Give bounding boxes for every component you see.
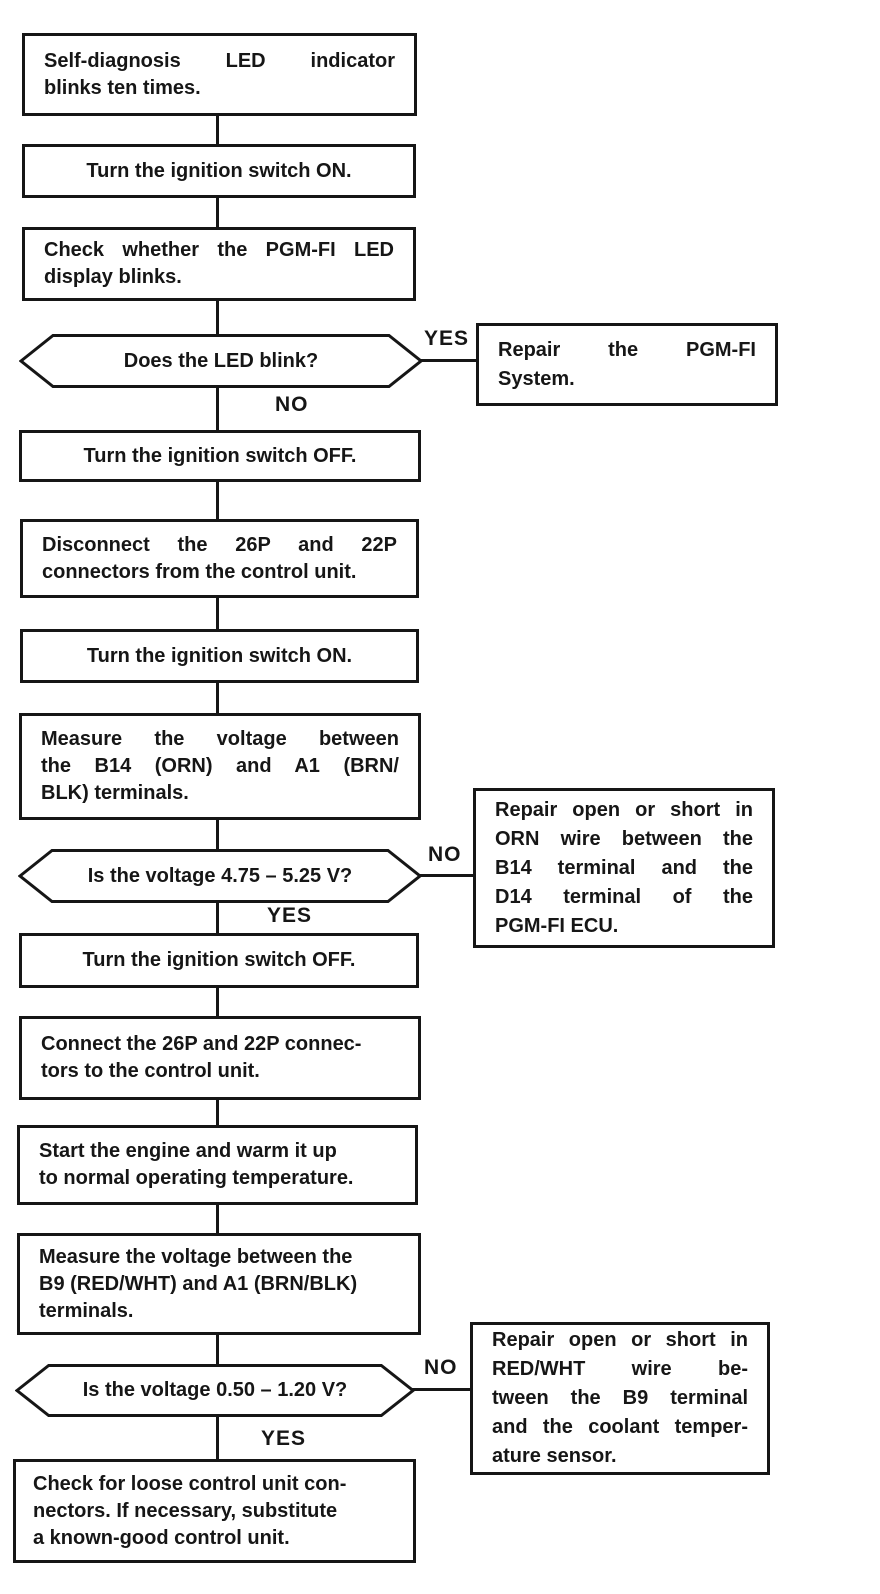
text-line: Connect the 26P and 22P connec- bbox=[41, 1033, 362, 1055]
action-repair-orn-wire: Repair open or short in ORN wire between… bbox=[473, 788, 775, 948]
step-self-diagnosis-led: Self-diagnosis LED indicator blinks ten … bbox=[22, 33, 417, 116]
decision-outline bbox=[15, 1363, 415, 1418]
label-no-2: NO bbox=[428, 843, 462, 866]
connector bbox=[216, 1333, 219, 1365]
text-line: System. bbox=[498, 367, 575, 390]
label-yes-3: YES bbox=[261, 1427, 307, 1450]
text-line: D14 terminal of the bbox=[495, 885, 753, 908]
text-line: a known-good control unit. bbox=[33, 1526, 290, 1549]
text-line: PGM-FI ECU. bbox=[495, 914, 619, 937]
text-line: Measure the voltage between the bbox=[39, 1245, 353, 1268]
connector bbox=[216, 1203, 219, 1235]
text-line: tween the B9 terminal bbox=[492, 1387, 748, 1409]
connector bbox=[216, 681, 219, 715]
text-line: RED/WHT wire be- bbox=[492, 1358, 748, 1380]
action-repair-pgmfi-system: Repair the PGM-FI System. bbox=[476, 323, 778, 406]
step-ignition-on-1: Turn the ignition switch ON. bbox=[22, 144, 416, 198]
step-connect-connectors: Connect the 26P and 22P connec- tors to … bbox=[19, 1016, 421, 1100]
decision-outline bbox=[18, 848, 422, 904]
text-line: Turn the ignition switch ON. bbox=[86, 159, 352, 182]
text-line: and the coolant temper- bbox=[492, 1416, 748, 1438]
step-measure-b9: Measure the voltage between the B9 (RED/… bbox=[17, 1233, 421, 1335]
decision-voltage-475-525: Is the voltage 4.75 – 5.25 V? bbox=[18, 848, 422, 904]
text-line: Check for loose control unit con- bbox=[33, 1472, 347, 1495]
step-disconnect-connectors: Disconnect the 26P and 22P connectors fr… bbox=[20, 519, 419, 598]
connector-yes-1 bbox=[420, 359, 478, 362]
connector bbox=[216, 596, 219, 631]
text-line: Repair open or short in bbox=[492, 1329, 748, 1351]
text-line: tors to the control unit. bbox=[41, 1060, 260, 1082]
step-ignition-off-2: Turn the ignition switch OFF. bbox=[19, 933, 419, 988]
connector-no-2 bbox=[419, 874, 475, 877]
connector bbox=[216, 818, 219, 850]
connector bbox=[216, 986, 219, 1018]
text-line: nectors. If necessary, substitute bbox=[33, 1499, 338, 1522]
decision-voltage-050-120: Is the voltage 0.50 – 1.20 V? bbox=[15, 1363, 415, 1418]
text-line: Repair the PGM-FI bbox=[498, 338, 756, 361]
label-yes-1: YES bbox=[424, 327, 470, 350]
step-warm-up-engine: Start the engine and warm it up to norma… bbox=[17, 1125, 418, 1205]
action-repair-redwht-wire: Repair open or short in RED/WHT wire be-… bbox=[470, 1322, 770, 1475]
decision-text: Is the voltage 4.75 – 5.25 V? bbox=[87, 864, 353, 887]
connector bbox=[216, 387, 219, 432]
connector bbox=[216, 1416, 219, 1461]
decision-text: Does the LED blink? bbox=[123, 349, 319, 372]
text-line: Turn the ignition switch OFF. bbox=[83, 444, 357, 467]
text-line: ature sensor. bbox=[492, 1445, 617, 1467]
text-line: Start the engine and warm it up bbox=[39, 1140, 337, 1162]
text-line: display blinks. bbox=[44, 266, 182, 288]
text-line: to normal operating temperature. bbox=[39, 1167, 354, 1189]
decision-led-blink: Does the LED blink? bbox=[19, 333, 423, 389]
text-line: Repair open or short in bbox=[495, 798, 753, 821]
connector bbox=[216, 902, 219, 935]
decision-text: Is the voltage 0.50 – 1.20 V? bbox=[82, 1379, 348, 1401]
text-line: connectors from the control unit. bbox=[42, 560, 357, 583]
text-line: Turn the ignition switch OFF. bbox=[82, 949, 356, 971]
text-line: Measure the voltage between bbox=[41, 728, 399, 750]
text-line: B14 terminal and the bbox=[495, 856, 753, 879]
connector bbox=[216, 1098, 219, 1127]
text-line: ORN wire between the bbox=[495, 827, 753, 850]
label-no-1: NO bbox=[275, 393, 309, 416]
label-no-3: NO bbox=[424, 1356, 458, 1379]
text-line: Disconnect the 26P and 22P bbox=[42, 533, 397, 556]
step-check-led-display: Check whether the PGM-FI LED display bli… bbox=[22, 227, 416, 301]
text-line: B9 (RED/WHT) and A1 (BRN/BLK) bbox=[39, 1272, 358, 1295]
connector-no-3 bbox=[412, 1388, 472, 1391]
decision-outline bbox=[19, 333, 423, 389]
step-ignition-off-1: Turn the ignition switch OFF. bbox=[19, 430, 421, 482]
text-line: blinks ten times. bbox=[44, 76, 201, 99]
text-line: Self-diagnosis LED indicator bbox=[44, 49, 395, 72]
connector bbox=[216, 480, 219, 521]
text-line: the B14 (ORN) and A1 (BRN/ bbox=[41, 755, 399, 777]
connector bbox=[216, 299, 219, 336]
text-line: terminals. bbox=[39, 1299, 134, 1322]
text-line: Check whether the PGM-FI LED bbox=[44, 239, 394, 261]
step-check-loose-connectors: Check for loose control unit con- nector… bbox=[13, 1459, 416, 1563]
step-ignition-on-2: Turn the ignition switch ON. bbox=[20, 629, 419, 683]
connector bbox=[216, 114, 219, 147]
connector bbox=[216, 196, 219, 229]
text-line: Turn the ignition switch ON. bbox=[86, 644, 353, 667]
label-yes-2: YES bbox=[267, 904, 313, 927]
step-measure-b14: Measure the voltage between the B14 (ORN… bbox=[19, 713, 421, 820]
text-line: BLK) terminals. bbox=[41, 782, 189, 804]
